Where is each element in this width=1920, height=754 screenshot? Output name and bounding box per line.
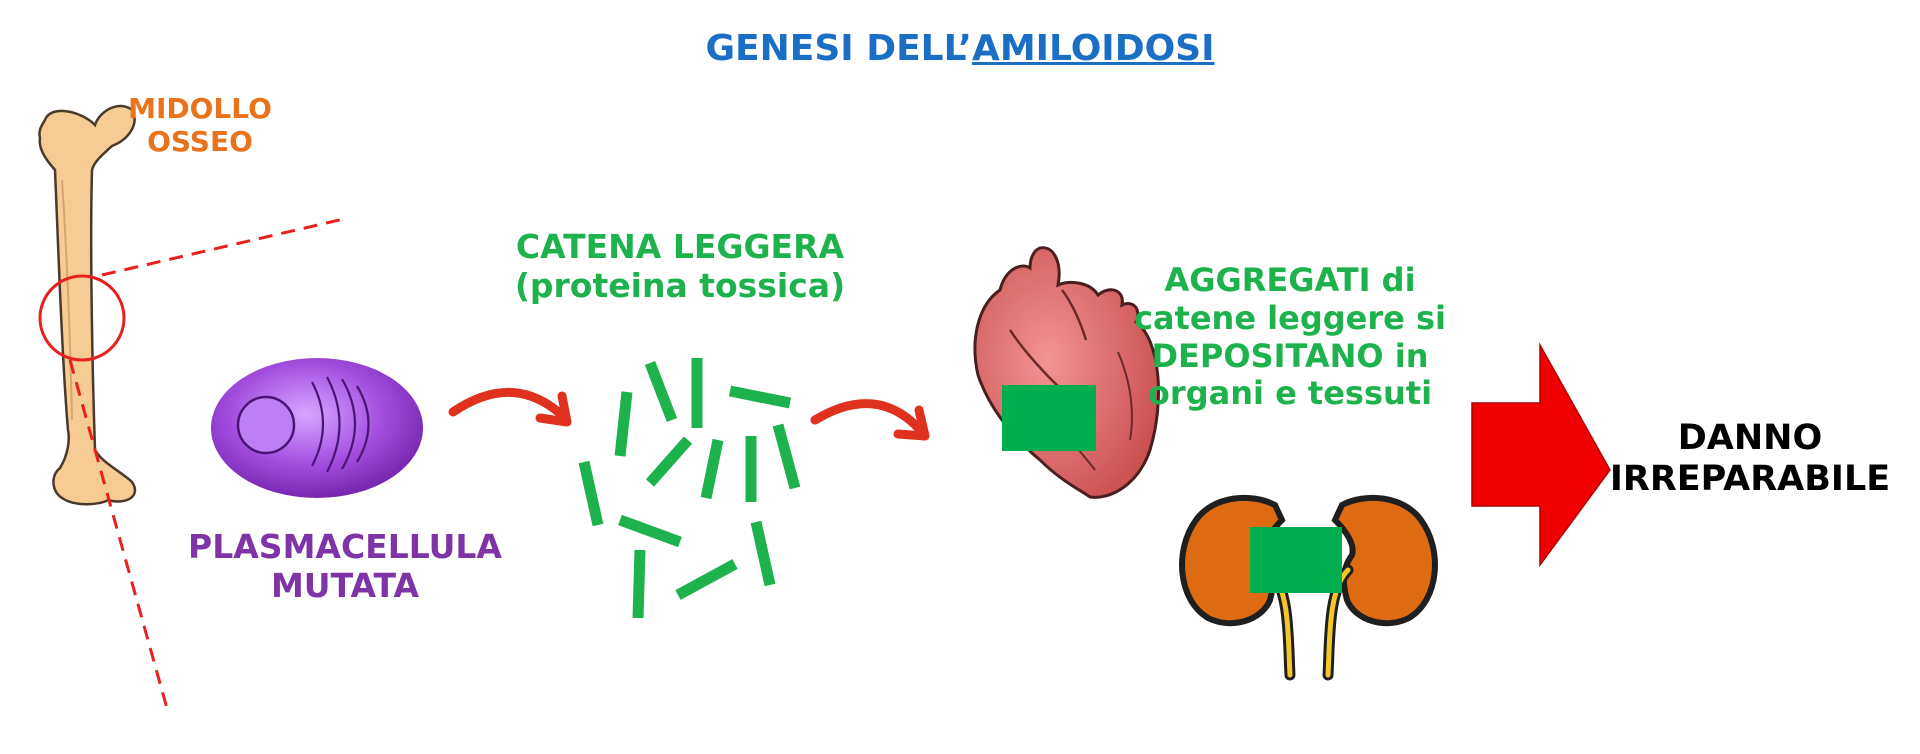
cell-label-line-2: MUTATA bbox=[270, 565, 420, 605]
big-arrow-icon bbox=[1471, 342, 1611, 568]
femur-bone-icon bbox=[38, 104, 137, 506]
bone-label-line-1: MIDOLLO bbox=[128, 92, 272, 125]
light-chain-fragments-icon bbox=[578, 358, 801, 619]
bone-marrow-label: MIDOLLO OSSEO bbox=[110, 92, 290, 158]
damage-line-1: DANNO bbox=[1677, 418, 1823, 458]
aggregates-line-2: catene leggere si bbox=[1133, 298, 1446, 337]
aggregates-label: AGGREGATI di catene leggere si DEPOSITAN… bbox=[1100, 261, 1480, 413]
chain-label-line-2: (proteina tossica) bbox=[514, 265, 846, 305]
curved-arrow-1-icon bbox=[448, 388, 572, 427]
chain-label-line-1: CATENA LEGGERA bbox=[515, 227, 845, 266]
damage-line-2: IRREPARABILE bbox=[1609, 459, 1891, 500]
page-title: GENESI DELL’AMILOIDOSI bbox=[0, 28, 1920, 70]
aggregates-line-4: organi e tessuti bbox=[1147, 374, 1433, 413]
light-chain-label: CATENA LEGGERA (proteina tossica) bbox=[470, 227, 890, 306]
plasma-cell-label: PLASMACELLULA MUTATA bbox=[150, 527, 540, 606]
bone-label-line-2: OSSEO bbox=[147, 125, 253, 159]
plasma-cell-icon bbox=[211, 358, 423, 498]
magnifier-circle-icon bbox=[38, 216, 349, 713]
aggregates-line-1: AGGREGATI di bbox=[1164, 261, 1416, 299]
title-part-2: AMILOIDOSI bbox=[971, 28, 1215, 69]
kidneys-icon bbox=[1179, 494, 1438, 681]
title-part-1: GENESI DELL’ bbox=[705, 28, 972, 69]
aggregates-line-3: DEPOSITANO in bbox=[1151, 336, 1429, 375]
curved-arrow-2-icon bbox=[810, 399, 930, 441]
damage-label: DANNO IRREPARABILE bbox=[1600, 418, 1900, 501]
heart-icon bbox=[973, 246, 1160, 499]
cell-label-line-1: PLASMACELLULA bbox=[188, 527, 502, 566]
